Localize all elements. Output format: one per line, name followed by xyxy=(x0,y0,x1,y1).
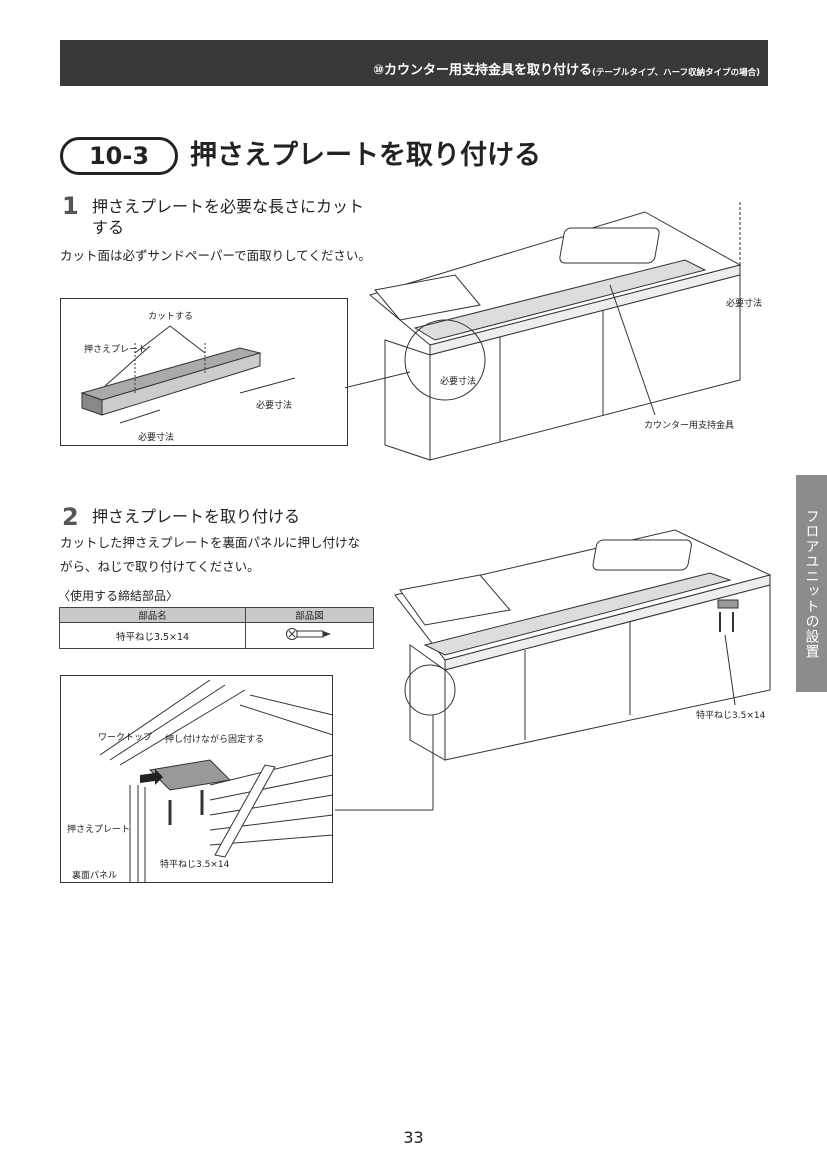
page-title: 押さえプレートを取り付ける xyxy=(190,140,541,171)
label-screw: 特平ねじ3.5×14 xyxy=(696,711,766,721)
step-2-desc: カットした押さえプレートを裏面パネルに押し付けながら、ねじで取り付けてください。 xyxy=(60,535,361,574)
table-header: 部品図 xyxy=(245,607,374,623)
label-bracket: カウンター用支持金具 xyxy=(644,421,735,431)
section-header: ⑩カウンター用支持金具を取り付ける(テーブルタイプ、ハーフ収納タイプの場合) xyxy=(60,40,768,86)
label-screw: 特平ねじ3.5×14 xyxy=(160,860,230,870)
step-1-desc: カット面は必ずサンドペーパーで面取りしてください。 xyxy=(60,248,371,263)
label-worktop: ワークトップ xyxy=(98,733,153,743)
parts-table: 部品名部品図 特平ねじ3.5×14 xyxy=(58,607,374,649)
label-panel: 裏面パネル xyxy=(72,871,118,881)
step-1-heading: 押さえプレートを必要な長さにカットする xyxy=(92,197,365,237)
label-plate: 押さえプレート xyxy=(67,825,131,835)
label-dimension: 必要寸法 xyxy=(138,433,175,443)
plate-illustration xyxy=(80,325,296,424)
label-dimension: 必要寸法 xyxy=(440,377,477,387)
label-cut: カットする xyxy=(148,312,194,322)
table-header: 部品名 xyxy=(58,607,247,623)
step-2-heading: 押さえプレートを取り付ける xyxy=(92,507,301,526)
step-1-number: 1 xyxy=(62,192,79,220)
counter-illustration-2 xyxy=(335,529,772,811)
label-plate: 押さえプレート xyxy=(84,345,148,355)
label-dimension: 必要寸法 xyxy=(726,299,763,309)
step-2-number: 2 xyxy=(62,503,79,531)
page-number: 33 xyxy=(403,1128,424,1147)
section-title: ⑩カウンター用支持金具を取り付ける xyxy=(372,63,592,78)
table-row: 特平ねじ3.5×14 xyxy=(58,622,374,649)
section-subtitle: (テーブルタイプ、ハーフ収納タイプの場合) xyxy=(592,68,760,78)
screw-icon xyxy=(245,622,374,649)
label-press: 押し付けながら固定する xyxy=(165,735,265,745)
mount-illustration xyxy=(99,679,333,883)
label-dimension: 必要寸法 xyxy=(256,401,293,411)
chapter-side-tab: フロアユニットの設置 xyxy=(796,475,827,692)
section-number-badge: 10-3 xyxy=(60,137,178,175)
counter-illustration-1 xyxy=(345,200,742,461)
parts-title: 〈使用する締結部品〉 xyxy=(58,589,179,603)
